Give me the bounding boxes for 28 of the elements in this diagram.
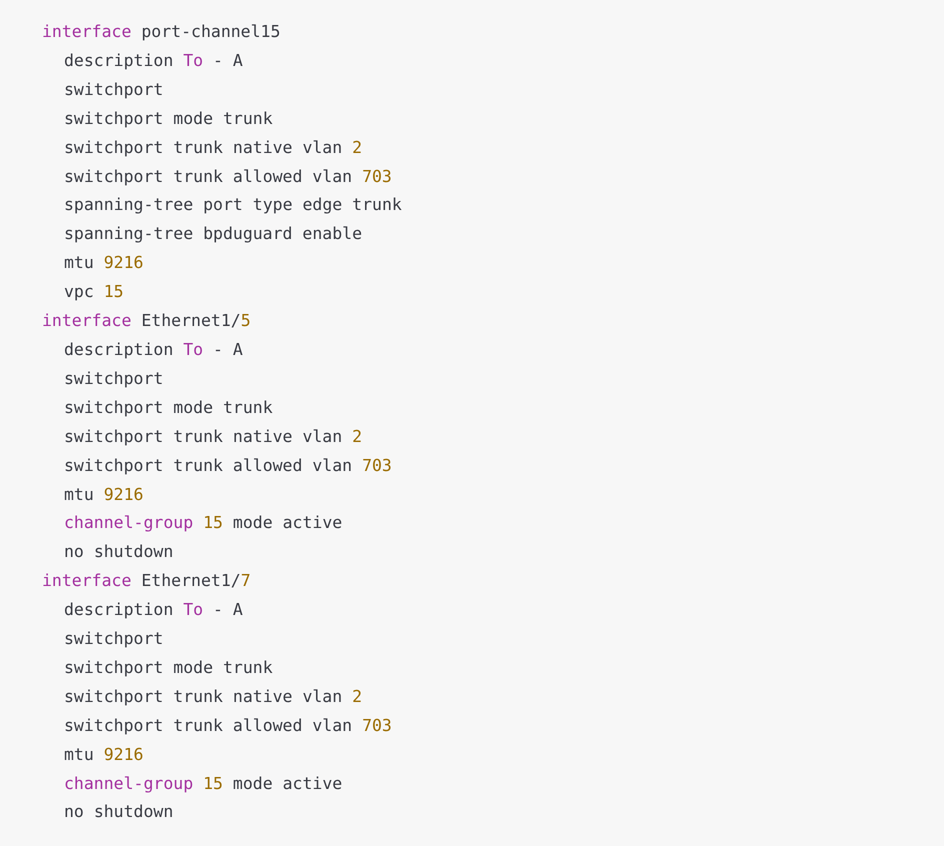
- code-line: switchport trunk native vlan 2: [64, 136, 362, 159]
- code-line: mtu 9216: [64, 252, 144, 274]
- code-line: switchport mode trunk: [64, 108, 273, 130]
- code-line: description To - A: [64, 50, 243, 72]
- code-line: spanning-tree bpduguard enable: [64, 223, 362, 246]
- code-line: vpc 15: [64, 281, 124, 304]
- code-line: spanning-tree port type edge trunk: [64, 194, 402, 216]
- code-line: switchport mode trunk: [64, 656, 273, 679]
- code-line: switchport trunk allowed vlan 703: [64, 714, 392, 737]
- code-line: interface Ethernet1/5: [42, 310, 251, 332]
- code-line: switchport trunk native vlan 2: [64, 426, 362, 448]
- code-line: switchport trunk allowed vlan 703: [64, 454, 392, 477]
- code-line: mtu 9216: [64, 484, 144, 506]
- code-line: no shutdown: [64, 801, 174, 824]
- code-line: interface Ethernet1/7: [42, 570, 251, 592]
- code-line: switchport trunk allowed vlan 703: [64, 166, 392, 188]
- code-line: interface port-channel15: [42, 21, 280, 43]
- code-line: switchport: [64, 628, 164, 650]
- code-line: switchport mode trunk: [64, 396, 273, 419]
- code-line: switchport: [64, 368, 164, 390]
- code-line: switchport trunk native vlan 2: [64, 686, 362, 708]
- code-line: channel-group 15 mode active: [64, 512, 342, 534]
- code-line: switchport: [64, 78, 164, 101]
- code-line: description To - A: [64, 338, 243, 361]
- code-line: channel-group 15 mode active: [64, 772, 342, 795]
- code-line: description To - A: [64, 599, 243, 622]
- code-line: mtu 9216: [64, 744, 144, 766]
- code-line: no shutdown: [64, 541, 174, 564]
